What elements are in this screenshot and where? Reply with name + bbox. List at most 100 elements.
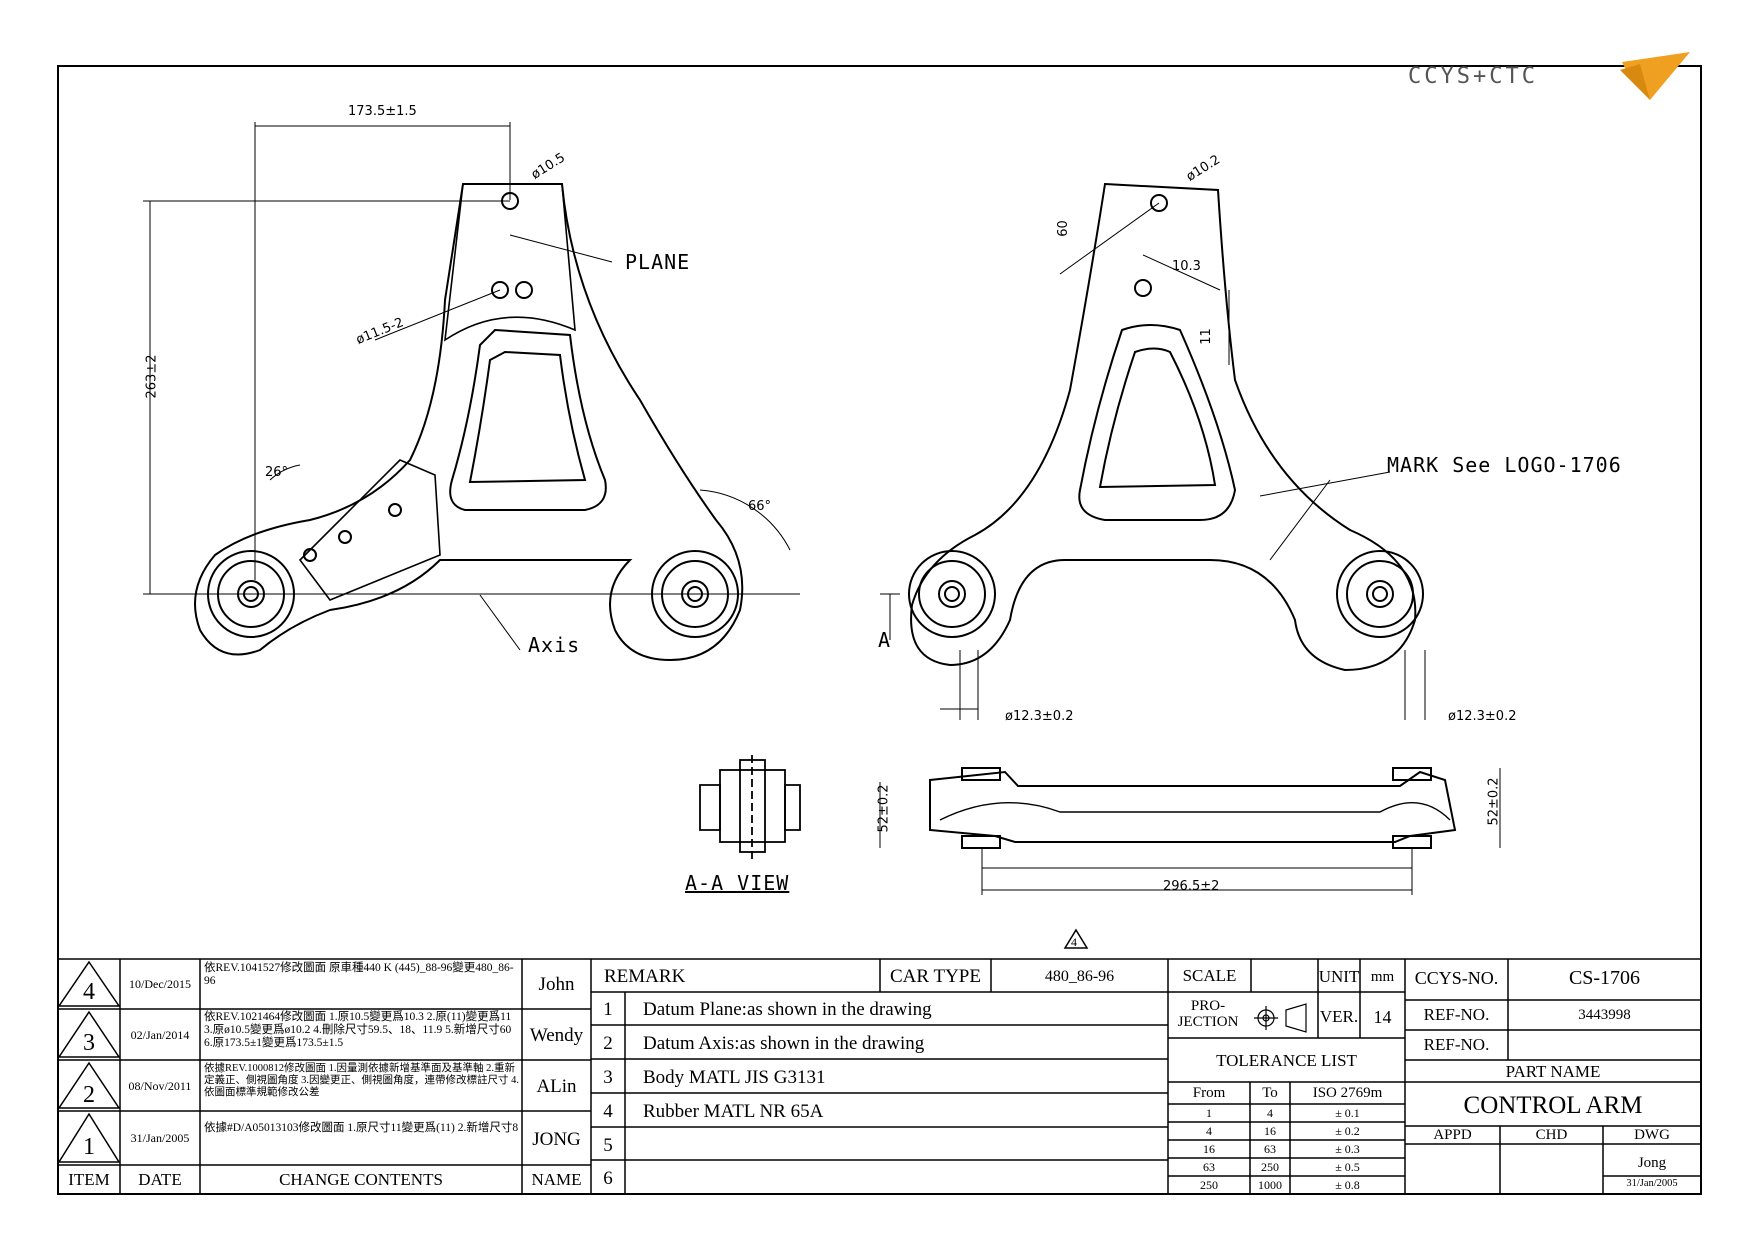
company-logo: CCYS+CTC [1408,56,1698,100]
label-plane: PLANE [625,250,691,274]
scale-label: SCALE [1182,966,1237,985]
dim-10-3: 10.3 [1172,259,1201,274]
tol-from-1: 1 [1206,1106,1212,1120]
ccys-no-value: CS-1706 [1568,967,1641,989]
ref-no-label: REF-NO. [1423,1005,1490,1024]
rev-contents-2: 依據REV.1000812修改圖面 1.因量測依據新增基準面及基準軸 2.重新定… [204,1063,519,1098]
side-view-dims [880,202,1426,720]
ccys-no-label: CCYS-NO. [1414,968,1499,988]
rev-item-1: 1 [83,1134,95,1160]
rev-item-2: 2 [83,1082,95,1108]
rev-header-contents: CHANGE CONTENTS [279,1170,443,1189]
rev-contents-3: 依REV.1021464修改圖面 1.原10.5變更爲10.3 2.原(11)變… [204,1011,512,1049]
dim-height-left: 52±0.2 [876,784,892,833]
ver-label: VER. [1319,1007,1359,1026]
dim-length: 296.5±2 [1163,879,1220,894]
rev-header-item: ITEM [68,1170,110,1189]
remark-text-4: Rubber MATL NR 65A [643,1101,824,1122]
remark-no-2: 2 [603,1033,613,1054]
unit-label: UNIT [1318,967,1360,986]
rev-contents-1: 依據#D/A05013103修改圖面 1.原尺寸11變更爲(11) 2.新增尺寸… [204,1122,519,1134]
rev-name-4: John [538,974,575,995]
section-a-a [699,755,801,860]
rev-item-4: 4 [83,979,95,1005]
side-view [908,182,1424,672]
tolerance-title: TOLERANCE LIST [1216,1051,1357,1070]
tol-to-2: 16 [1264,1124,1276,1138]
tol-from-3: 16 [1203,1142,1215,1156]
tol-value-5: ± 0.8 [1335,1178,1360,1192]
dim-bush-right: ø12.3±0.2 [1448,709,1517,724]
dim-bush-left: ø12.3±0.2 [1005,709,1074,724]
title-block-grid [57,958,1702,1195]
car-type-label: CAR TYPE [890,966,981,987]
dim-angle-left: 26° [265,465,289,480]
rev-date-2: 08/Nov/2011 [128,1079,192,1093]
tol-value-4: ± 0.5 [1335,1160,1360,1174]
label-mark: MARK See LOGO-1706 [1387,453,1622,477]
dim-height-right: 52±0.2 [1486,777,1502,826]
remark-text-1: Datum Plane:as shown in the drawing [643,999,932,1020]
rev-name-1: JONG [532,1129,581,1150]
tol-to-1: 4 [1267,1106,1273,1120]
tol-header-iso: ISO 2769m [1312,1085,1383,1101]
dim-11: 11 [1198,328,1214,345]
remark-no-4: 4 [603,1101,613,1122]
rev-marker-4: 4 [1071,935,1077,949]
car-type-value: 480_86-96 [1044,968,1115,985]
part-name-label: PART NAME [1505,1062,1601,1081]
rev-date-4: 10/Dec/2015 [129,977,191,991]
rev-header-date: DATE [138,1170,182,1189]
tol-from-2: 4 [1206,1124,1212,1138]
ref-no-label-2: REF-NO. [1423,1035,1490,1054]
logo-mark [1620,52,1690,100]
remark-text-3: Body MATL JIS G3131 [643,1067,826,1088]
remark-no-6: 6 [603,1168,613,1189]
appd-label: APPD [1433,1127,1472,1143]
tol-to-5: 1000 [1258,1178,1282,1192]
rev-name-2: ALin [536,1076,577,1097]
logo-text: CCYS+CTC [1408,64,1538,89]
revision-triangles [57,928,1089,1163]
label-section-a: A [878,628,892,652]
ref-no-value: 3443998 [1578,1007,1631,1023]
tol-header-from: From [1192,1085,1226,1101]
part-name-value: CONTROL ARM [1463,1092,1643,1119]
label-aa-view: A-A VIEW [685,871,790,895]
projection-symbol [1254,1003,1307,1033]
rev-date-3: 02/Jan/2014 [130,1028,190,1042]
tol-value-3: ± 0.3 [1335,1142,1360,1156]
rev-item-3: 3 [83,1030,95,1056]
tol-value-2: ± 0.2 [1335,1124,1360,1138]
dim-60: 60 [1055,220,1071,237]
rev-contents-4: 依REV.1041527修改圖面 原車種440 K (445)_88-96變更4… [204,962,514,987]
projection-label: PRO- JECTION [1177,998,1239,1030]
dim-height: 263±2 [144,354,160,399]
ver-value: 14 [1373,1007,1392,1027]
rev-date-1: 31/Jan/2005 [130,1131,190,1145]
label-axis: Axis [528,633,581,657]
bottom-view [929,767,1457,849]
unit-value: mm [1370,969,1395,985]
tol-from-5: 250 [1200,1178,1218,1192]
tol-from-4: 63 [1203,1160,1215,1174]
tol-header-to: To [1262,1085,1278,1101]
draw-date: 31/Jan/2005 [1626,1178,1678,1189]
rev-name-3: Wendy [529,1025,584,1046]
remark-label: REMARK [604,966,686,987]
rev-header-name: NAME [531,1170,582,1189]
tol-to-3: 63 [1264,1142,1276,1156]
front-view-dims [143,122,800,651]
drawer-name: Jong [1637,1155,1667,1171]
bottom-view-dims [879,768,1501,895]
dim-angle-right: 66° [748,499,772,514]
dwg-label: DWG [1634,1127,1670,1143]
remark-text-2: Datum Axis:as shown in the drawing [643,1033,925,1054]
tol-to-4: 250 [1261,1160,1279,1174]
remark-no-1: 1 [603,999,613,1020]
remark-no-5: 5 [603,1135,613,1156]
remark-no-3: 3 [603,1067,613,1088]
dim-top-width: 173.5±1.5 [348,104,417,119]
chd-label: CHD [1535,1127,1568,1143]
